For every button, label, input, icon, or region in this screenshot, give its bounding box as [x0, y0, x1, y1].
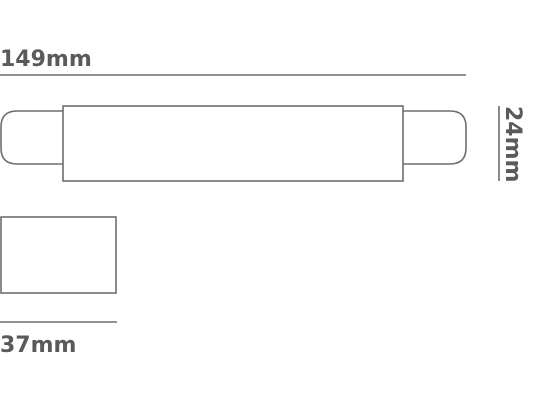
left-end-cap [0, 110, 63, 165]
product-end-view [0, 216, 117, 294]
product-side-view [0, 105, 467, 182]
right-end-cap [403, 110, 467, 165]
product-body [62, 105, 404, 182]
length-dimension-label: 149mm [0, 47, 92, 72]
height-dimension-label: 24mm [500, 106, 525, 182]
width-dimension-label: 37mm [0, 333, 76, 358]
